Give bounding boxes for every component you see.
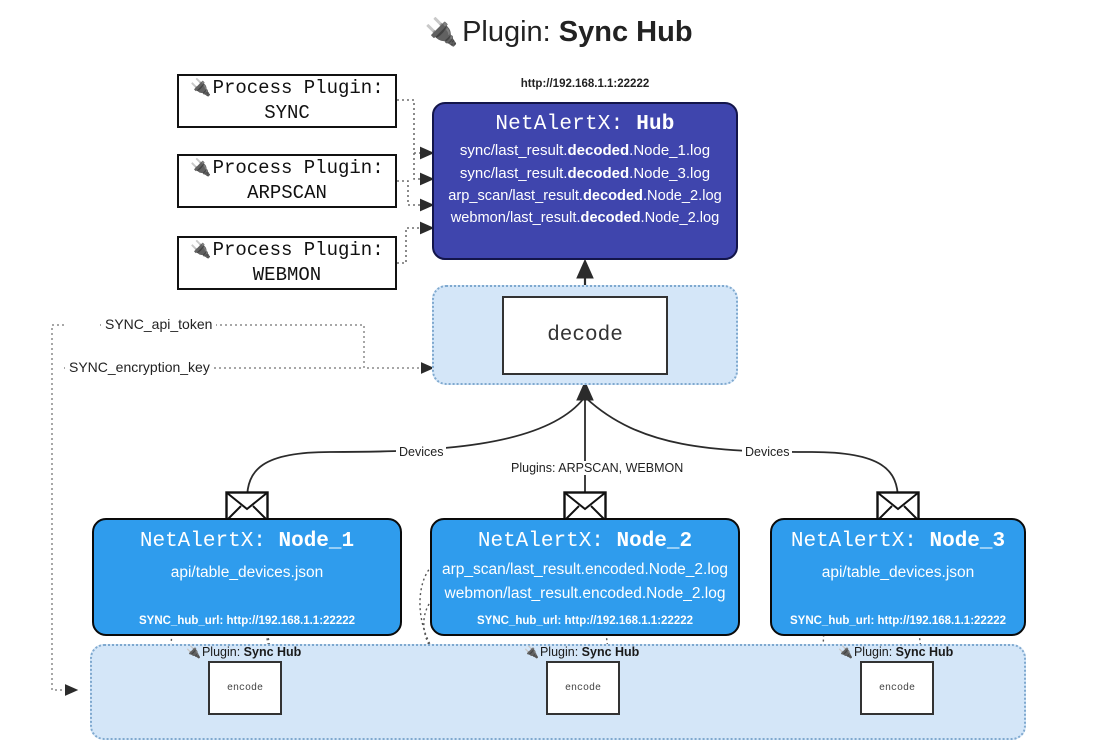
encoder-caption-1: 🔌Plugin: Sync Hub [186, 645, 302, 659]
node-title: NetAlertX: Node_3 [790, 530, 1006, 553]
edge-label-devices-left: Devices [396, 445, 447, 459]
encode-box-2[interactable]: encode [546, 661, 620, 715]
encode-box-3[interactable]: encode [860, 661, 934, 715]
node-box-node-1[interactable]: NetAlertX: Node_1 api/table_devices.json… [92, 518, 402, 636]
sync-encryption-key-label: SYNC_encryption_key [65, 359, 214, 375]
plug-icon: 🔌 [190, 157, 212, 178]
encode-box-1[interactable]: encode [208, 661, 282, 715]
process-plugin-label: Process Plugin: [212, 238, 384, 261]
encode-label: encode [226, 682, 263, 694]
process-plugin-name: ARPSCAN [247, 182, 327, 204]
edge-label-devices-right: Devices [742, 445, 793, 459]
process-plugin-box-sync[interactable]: 🔌Process Plugin: SYNC [177, 74, 397, 128]
plug-icon: 🔌 [190, 77, 212, 98]
node-box-node-2[interactable]: NetAlertX: Node_2 arp_scan/last_result.e… [430, 518, 740, 636]
hub-log-row: sync/last_result.decoded.Node_3.log [459, 165, 711, 182]
node-line: api/table_devices.json [170, 564, 324, 581]
page-title: 🔌Plugin: Sync Hub [0, 16, 1117, 49]
encoder-caption-2: 🔌Plugin: Sync Hub [524, 645, 640, 659]
encoder-caption-3: 🔌Plugin: Sync Hub [838, 645, 954, 659]
node-line: arp_scan/last_result.encoded.Node_2.log [441, 561, 729, 578]
page-title-name: Sync Hub [558, 16, 693, 48]
node-box-node-3[interactable]: NetAlertX: Node_3 api/table_devices.json… [770, 518, 1026, 636]
encode-label: encode [878, 682, 915, 694]
node-title-name: Node_1 [278, 530, 355, 553]
hub-box[interactable]: NetAlertX: Hub sync/last_result.decoded.… [432, 102, 738, 260]
process-plugin-name: WEBMON [252, 264, 322, 286]
process-plugin-box-webmon[interactable]: 🔌Process Plugin: WEBMON [177, 236, 397, 290]
node-title-name: Node_2 [616, 530, 693, 553]
process-plugin-name: SYNC [264, 102, 310, 124]
node-line: webmon/last_result.encoded.Node_2.log [444, 585, 726, 602]
hub-log-row: arp_scan/last_result.decoded.Node_2.log [448, 188, 722, 204]
process-plugin-box-arpscan[interactable]: 🔌Process Plugin: ARPSCAN [177, 154, 397, 208]
process-plugin-label: Process Plugin: [212, 156, 384, 179]
plug-icon: 🔌 [838, 645, 853, 659]
node-title-name: Node_3 [929, 530, 1006, 553]
decode-box[interactable]: decode [502, 296, 668, 375]
node-line: api/table_devices.json [821, 564, 975, 581]
hub-title-prefix: NetAlertX: [495, 113, 637, 136]
node-title: NetAlertX: Node_1 [139, 530, 355, 553]
decode-label: decode [547, 324, 623, 347]
node-footer: SYNC_hub_url: http://192.168.1.1:22222 [476, 615, 694, 627]
hub-title-name: Hub [636, 113, 675, 136]
plug-icon: 🔌 [186, 645, 201, 659]
hub-log-row: webmon/last_result.decoded.Node_2.log [450, 210, 720, 226]
edge-label-plugins-center: Plugins: ARPSCAN, WEBMON [508, 461, 687, 475]
hub-log-row: sync/last_result.decoded.Node_1.log [459, 142, 711, 159]
hub-url-label: http://192.168.1.1:22222 [520, 78, 650, 90]
plug-icon: 🔌 [190, 239, 212, 260]
node-title: NetAlertX: Node_2 [477, 530, 693, 553]
sync-api-token-label: SYNC_api_token [101, 316, 217, 332]
hub-title: NetAlertX: Hub [434, 113, 736, 136]
encode-label: encode [564, 682, 601, 694]
node-footer: SYNC_hub_url: http://192.168.1.1:22222 [138, 615, 356, 627]
node-footer: SYNC_hub_url: http://192.168.1.1:22222 [789, 615, 1007, 627]
page-title-prefix: Plugin: [462, 16, 559, 48]
plug-icon: 🔌 [424, 17, 459, 47]
process-plugin-label: Process Plugin: [212, 76, 384, 99]
plug-icon: 🔌 [524, 645, 539, 659]
